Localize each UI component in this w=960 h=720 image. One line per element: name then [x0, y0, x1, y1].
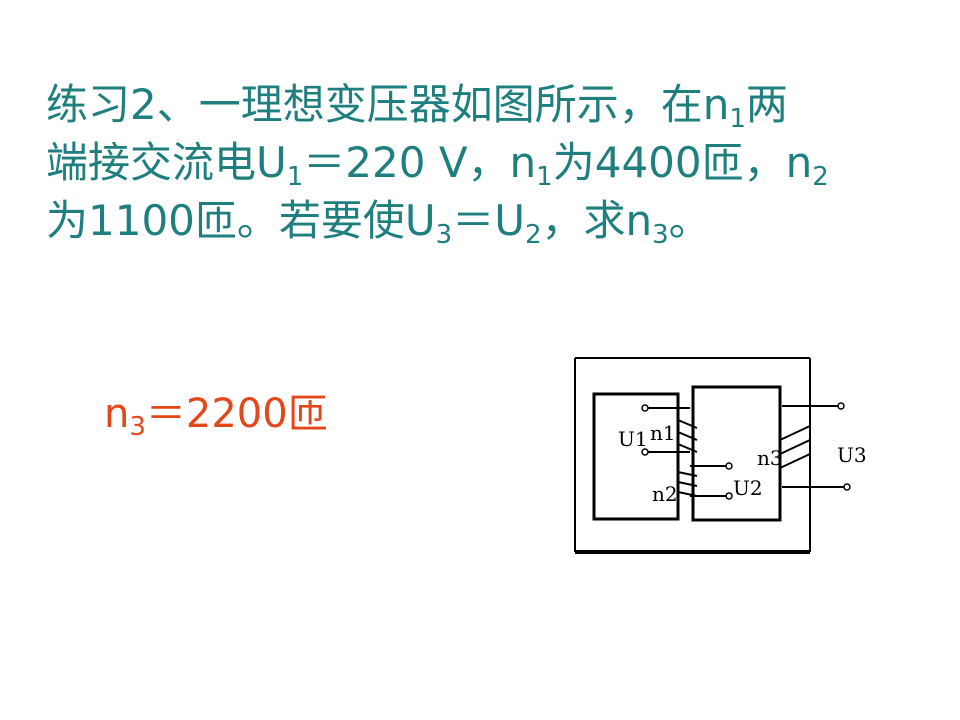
problem-text: 两 — [745, 80, 788, 129]
terminal-u1-bottom — [641, 448, 649, 456]
label-u3: U3 — [837, 443, 867, 467]
subscript: 2 — [812, 162, 829, 192]
winding-n2 — [677, 465, 726, 497]
core-left-window — [592, 392, 680, 521]
problem-line-1: 练习2、一理想变压器如图所示，在n1两 — [46, 76, 926, 134]
winding-n1 — [648, 407, 698, 453]
label-u2: U2 — [733, 476, 763, 500]
label-n2: n2 — [652, 482, 678, 506]
winding-n3 — [779, 405, 844, 488]
problem-line-2: 端接交流电U1＝220 V，n1为4400匝，n2 — [46, 134, 926, 192]
answer-text: ＝2200匝 — [145, 391, 328, 437]
subscript: 1 — [729, 104, 746, 134]
problem-text: ＝220 V，n — [303, 138, 537, 187]
subscript: 3 — [129, 412, 146, 442]
subscript: 1 — [286, 162, 304, 192]
problem-text: ，求n — [541, 196, 653, 245]
subscript: 3 — [435, 220, 453, 250]
problem-line-3: 为1100匝。若要使U3＝U2，求n3。 — [46, 192, 926, 250]
label-u1: U1 — [618, 427, 648, 451]
problem-text: 为1100匝。若要使U — [46, 196, 436, 245]
terminal-u3-bottom — [843, 483, 851, 491]
problem-statement: 练习2、一理想变压器如图所示，在n1两 端接交流电U1＝220 V，n1为440… — [46, 76, 926, 250]
problem-text: ＝U — [452, 196, 525, 245]
problem-text: 为4400匝，n — [552, 138, 813, 187]
answer-text: n — [104, 391, 130, 437]
label-n1: n1 — [650, 421, 676, 445]
terminal-u2-bottom — [725, 492, 733, 500]
problem-text: 练习2、一理想变压器如图所示，在n — [46, 80, 730, 129]
problem-text: 端接交流电U — [46, 138, 287, 187]
subscript: 1 — [536, 162, 553, 192]
answer: n3＝2200匝 — [104, 386, 328, 442]
problem-text: 。 — [668, 196, 711, 245]
subscript: 3 — [652, 220, 669, 250]
label-n3: n3 — [757, 446, 783, 470]
terminal-u3-top — [837, 402, 845, 410]
subscript: 2 — [524, 220, 542, 250]
terminal-u2-top — [725, 462, 733, 470]
terminal-u1-top — [641, 404, 649, 412]
